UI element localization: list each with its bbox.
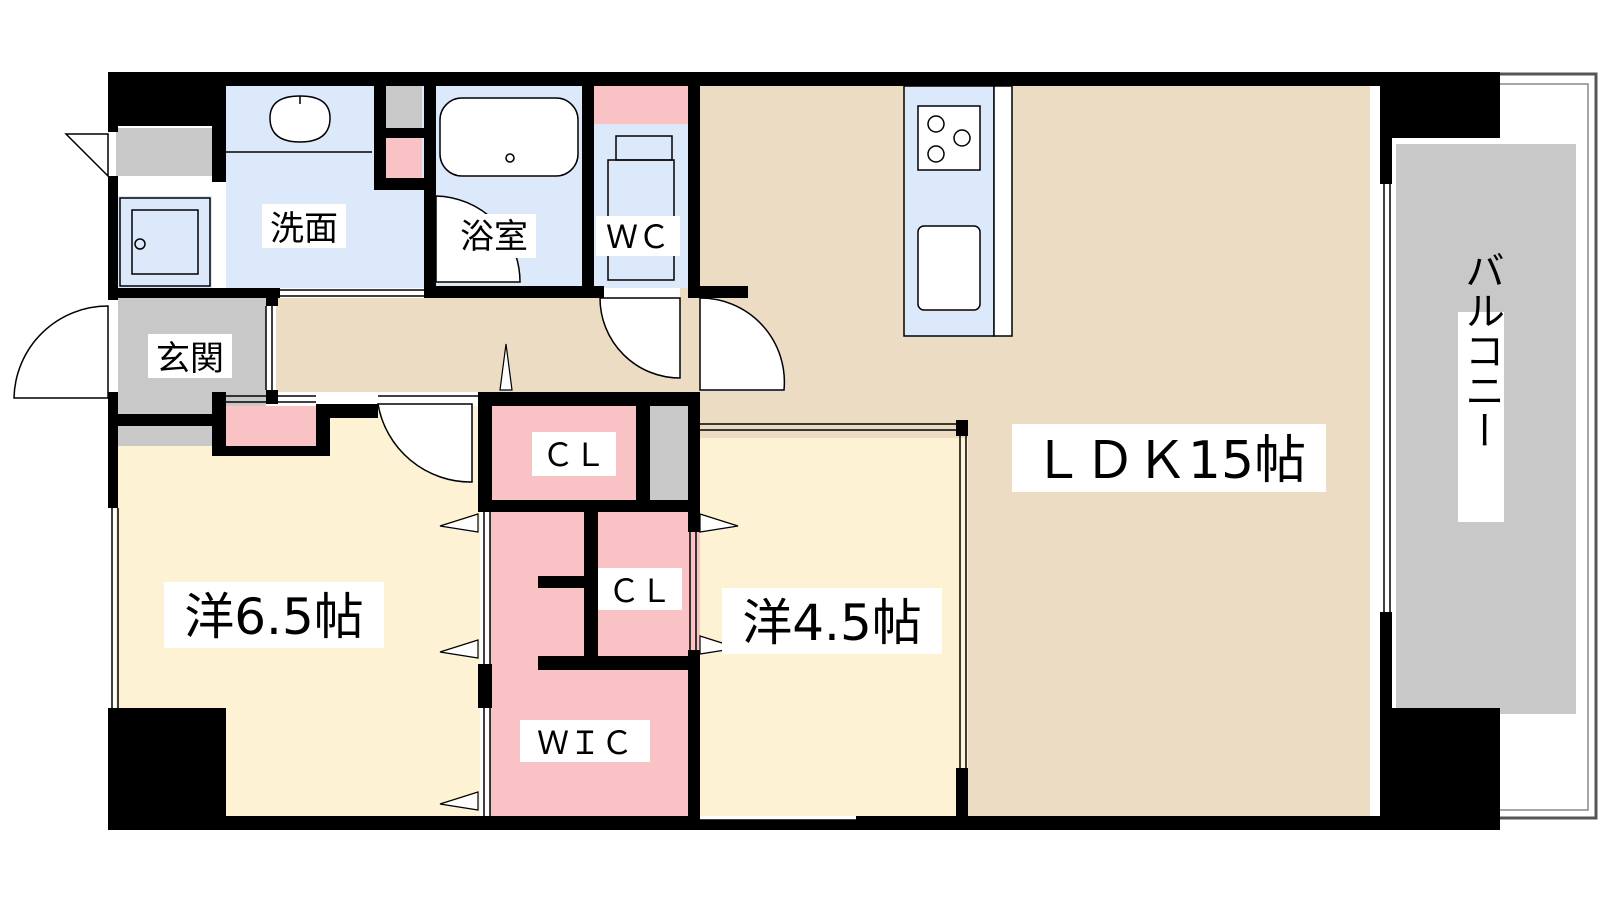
wall-entrance-right xyxy=(266,298,278,306)
door-entrance xyxy=(13,305,109,399)
room-floors xyxy=(116,84,1576,818)
door-ldk xyxy=(699,297,786,391)
wall-ldk-right-a xyxy=(1380,72,1392,184)
wall-toilet-right xyxy=(688,86,700,298)
wall-wic-right-b xyxy=(688,650,700,818)
wall-wash-shelf-h xyxy=(374,178,428,190)
washroom-shelf xyxy=(384,86,422,128)
toilet-storage xyxy=(594,86,688,124)
room-label-closet-lower: ＣＬ xyxy=(608,572,672,610)
wall-closet-top xyxy=(478,392,700,406)
wall-entrance-right-b xyxy=(266,390,278,404)
balcony-rail xyxy=(1498,72,1598,820)
wall-bath-right xyxy=(582,86,594,298)
washer-pan xyxy=(118,196,212,288)
wall-left-lower xyxy=(108,392,118,508)
doors xyxy=(13,133,786,483)
wall-closet-mid xyxy=(478,500,700,512)
wall-shoebox-right xyxy=(212,126,226,182)
partitions xyxy=(111,184,1391,827)
wall-room-top-d xyxy=(316,404,330,456)
room-label-toilet: ＷＣ xyxy=(606,218,670,256)
wall-entrance-bottom xyxy=(118,414,226,426)
room-label-western-small: 洋4.5帖 xyxy=(742,594,922,652)
washer-icon xyxy=(119,197,211,287)
room-label-closet-upper: ＣＬ xyxy=(542,436,606,474)
room-label-western-large: 洋6.5帖 xyxy=(184,588,364,646)
wall-bath-left xyxy=(424,86,436,298)
wall-ldk-right-b xyxy=(1380,612,1392,830)
sink-icon xyxy=(269,95,331,143)
wall-wic-h2 xyxy=(538,656,700,670)
wall-room-top-c xyxy=(316,404,378,418)
wall-closet-right xyxy=(688,392,700,512)
wall-bottom-gap-right xyxy=(700,816,856,820)
door-shoe xyxy=(64,133,109,178)
wall-room-top-a xyxy=(212,392,226,446)
kitchen-sink-icon xyxy=(917,225,981,311)
wall-left-mid xyxy=(108,176,118,300)
room-labels: 洗面 浴室 ＷＣ 玄関 ＣＬ ＣＬ ＷＩＣ 洋6.5帖 洋4.5帖 ＬＤＫ15帖… xyxy=(148,204,1504,762)
room-label-ldk: ＬＤＫ15帖 xyxy=(1032,431,1306,491)
wall-room-top-b xyxy=(212,446,330,456)
column-bottom-right xyxy=(1380,708,1500,830)
balcony-rail-inner xyxy=(1498,83,1589,811)
closet-storage-grey xyxy=(650,406,690,500)
wall-bottom xyxy=(108,816,1500,830)
wall-wash-shelf-h2 xyxy=(384,128,424,138)
wall-wic-right xyxy=(688,510,700,532)
wall-wet-bottom-2 xyxy=(428,286,604,298)
door-room-large xyxy=(377,403,473,483)
room-label-balcony: バルコニー xyxy=(1458,250,1504,450)
room-label-washroom: 洗面 xyxy=(270,209,338,249)
wall-wet-bottom xyxy=(118,288,280,298)
wall-toilet-bottom xyxy=(690,286,748,298)
washroom-storage xyxy=(384,138,422,178)
door-toilet xyxy=(599,297,681,379)
column-top-left xyxy=(108,72,226,126)
entrance-storage xyxy=(226,406,316,446)
wall-wic-left xyxy=(478,664,492,708)
wall-closet-inner xyxy=(636,406,650,500)
wall-ldk-partition-b xyxy=(956,768,968,818)
bathtub-icon xyxy=(439,97,579,177)
wall-ldk-partition xyxy=(956,420,968,436)
fixtures xyxy=(119,85,1013,337)
room-label-bath: 浴室 xyxy=(460,217,528,257)
entrance-shelf xyxy=(118,426,214,446)
shoe-box xyxy=(116,128,212,176)
wall-closet-left xyxy=(478,392,492,510)
wall-wic-mid-h xyxy=(538,576,598,588)
room-label-entrance: 玄関 xyxy=(156,339,224,379)
room-label-walk-in-closet: ＷＩＣ xyxy=(537,724,633,762)
wall-top xyxy=(108,72,1500,86)
walls xyxy=(108,72,1500,830)
column-bottom-left xyxy=(108,708,226,830)
wall-wash-shelf xyxy=(374,86,386,182)
column-top-right xyxy=(1380,72,1500,138)
